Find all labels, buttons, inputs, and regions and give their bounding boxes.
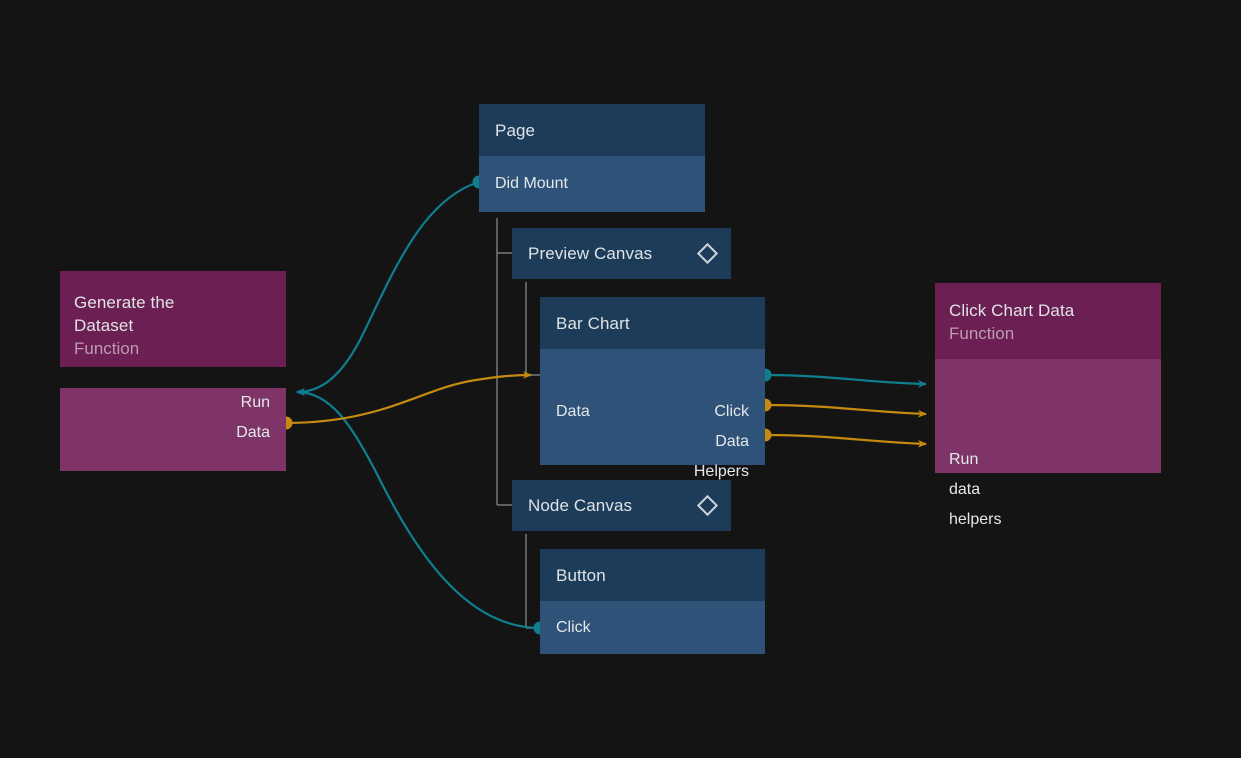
node-header[interactable]: Click Chart Data Function: [935, 283, 1161, 359]
output-port-data[interactable]: Data: [76, 418, 270, 448]
node-button[interactable]: Button Click: [540, 549, 765, 654]
input-port-helpers[interactable]: helpers: [949, 511, 1001, 529]
input-port-run[interactable]: Run: [949, 451, 978, 469]
node-subtitle: Function: [949, 324, 1015, 343]
port-label: Run: [949, 451, 979, 468]
port-label: Data: [236, 424, 270, 441]
input-port-data[interactable]: Data: [556, 397, 590, 427]
node-title: Button: [556, 565, 606, 585]
port-label: Helpers: [693, 463, 749, 480]
output-port-helpers[interactable]: Helpers: [694, 457, 749, 487]
port-label: Data: [715, 433, 749, 450]
node-title: Bar Chart: [556, 313, 630, 333]
edge-generate-data-to-barchart-data: [285, 371, 532, 425]
diamond-icon: [696, 242, 719, 265]
node-title: Generate the Dataset: [74, 293, 175, 335]
node-page[interactable]: Page Did Mount: [479, 104, 705, 212]
node-generate-the-dataset[interactable]: Generate the Dataset Function Run Data: [60, 271, 286, 471]
node-bar-chart[interactable]: Bar Chart Data Click Data Helpers: [540, 297, 765, 480]
node-title: Preview Canvas: [528, 244, 653, 263]
output-port-data[interactable]: Data: [715, 427, 749, 457]
node-body[interactable]: Run Data: [60, 388, 286, 471]
diamond-icon: [696, 494, 719, 517]
node-header[interactable]: Node Canvas: [512, 480, 731, 531]
output-port-click[interactable]: Click: [556, 601, 749, 654]
port-label: Click: [556, 618, 591, 636]
node-subtitle: Function: [74, 339, 140, 358]
output-port-run[interactable]: Run: [76, 388, 270, 418]
port-label: Click: [714, 403, 749, 420]
port-label: Run: [240, 394, 270, 411]
output-port-did-mount[interactable]: Did Mount: [495, 156, 689, 212]
node-body[interactable]: Did Mount: [479, 156, 705, 212]
input-port-data[interactable]: data: [949, 481, 980, 499]
node-title: Click Chart Data: [949, 301, 1075, 320]
edge-barchart-data-to-clickchart-data: [765, 403, 927, 418]
node-body[interactable]: Data Click Data Helpers: [540, 349, 765, 480]
node-header[interactable]: Button: [540, 549, 765, 601]
edge-button-click-to-generate-run: [296, 388, 541, 630]
port-label: data: [949, 481, 981, 498]
node-body[interactable]: Click: [540, 601, 765, 654]
node-header[interactable]: Page: [479, 104, 705, 156]
node-header[interactable]: Bar Chart: [540, 297, 765, 349]
port-label: helpers: [949, 511, 1002, 528]
node-node-canvas[interactable]: Node Canvas: [512, 480, 731, 531]
node-title: Node Canvas: [528, 496, 633, 515]
edge-barchart-click-to-clickchart-run: [765, 373, 927, 388]
edge-barchart-helpers-to-clickchart-helpers: [765, 433, 927, 448]
node-preview-canvas[interactable]: Preview Canvas: [512, 228, 731, 279]
port-label: Did Mount: [495, 175, 568, 192]
node-title: Page: [495, 120, 536, 140]
edge-page-didmount-to-generate-run: [296, 180, 480, 396]
node-header[interactable]: Generate the Dataset Function: [60, 271, 286, 367]
node-header[interactable]: Preview Canvas: [512, 228, 731, 279]
node-body[interactable]: Run data helpers: [935, 359, 1161, 528]
node-click-chart-data[interactable]: Click Chart Data Function Run data helpe…: [935, 283, 1161, 528]
port-label: Data: [556, 403, 590, 420]
output-port-click[interactable]: Click: [714, 397, 749, 427]
